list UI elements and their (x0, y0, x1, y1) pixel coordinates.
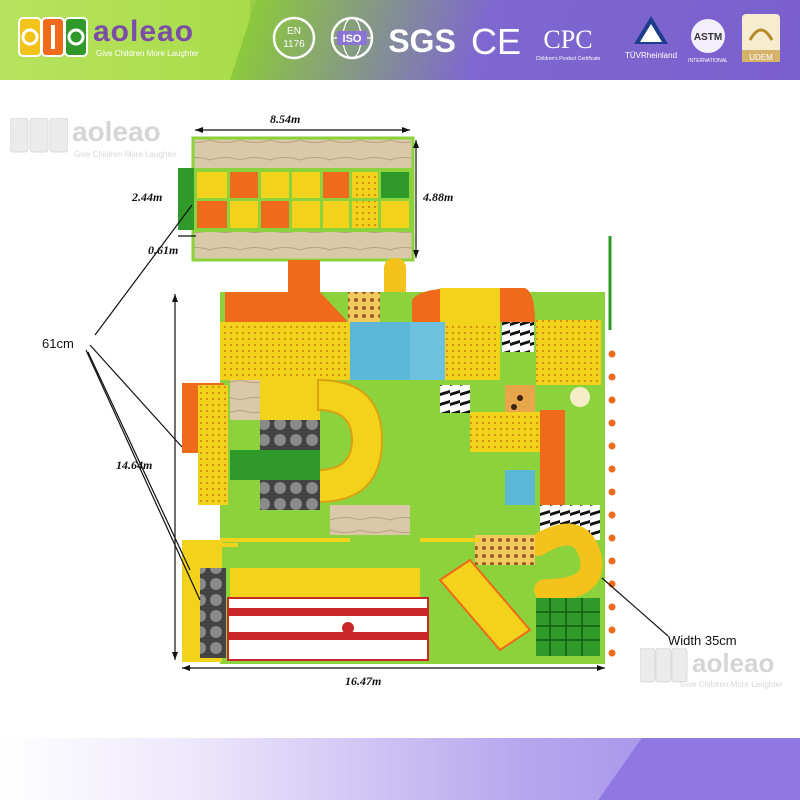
svg-text:INTERNATIONAL: INTERNATIONAL (688, 58, 728, 64)
top-height-label: 4.88m (423, 190, 454, 204)
svg-text:CPC: CPC (543, 25, 592, 54)
svg-text:CE: CE (471, 21, 521, 62)
watermark-brand: aoleao (692, 648, 775, 678)
watermark-brand: aoleao (72, 116, 161, 147)
en1176-badge: EN 1176 (270, 10, 318, 70)
footer-accent-band (598, 738, 800, 800)
ce-badge-icon: CE (471, 21, 521, 62)
watermark-top: aoleao Give Children More Laughter (10, 116, 180, 163)
svg-text:ISO: ISO (343, 33, 362, 45)
sgs-badge: SGS (382, 10, 462, 70)
sgs-badge-icon: SGS (388, 23, 456, 59)
watermark-tagline: Give Children More Laughter (74, 150, 177, 159)
top-entry-height-label: 2.44m (132, 190, 163, 204)
right-side-posts (608, 236, 616, 657)
top-entry-width-label: 0.61m (148, 243, 179, 257)
udem-badge: UDEM (736, 10, 786, 70)
certification-badges: EN 1176 ISO SGS CE CPC (270, 10, 790, 70)
watermark-bottom: aoleao Give Children More Laughter (640, 648, 800, 698)
udem-badge-icon: UDEM (742, 14, 780, 62)
svg-text:TÜVRheinland: TÜVRheinland (625, 51, 677, 60)
header-banner: aoleao Give Children More Laughter EN 11… (0, 0, 800, 80)
astm-badge: ASTM INTERNATIONAL (678, 10, 738, 70)
svg-text:EN: EN (287, 26, 301, 37)
brand-logo-mark-icon (18, 17, 88, 57)
callout-right-label: Width 35cm (668, 633, 737, 648)
cpc-badge: CPC Children's Product Certificate (528, 10, 608, 70)
brand-tagline: Give Children More Laughter (96, 49, 199, 58)
callout-left-label: 61cm (42, 336, 74, 351)
svg-text:UDEM: UDEM (749, 53, 773, 62)
svg-text:ASTM: ASTM (694, 32, 722, 43)
tuv-badge-icon: TÜVRheinland (625, 16, 677, 60)
watermark-logo-icon (640, 648, 688, 683)
en1176-badge-icon: EN 1176 (272, 16, 316, 60)
total-width-label: 16.47m (345, 674, 382, 688)
total-height-label: 14.64m (116, 458, 153, 472)
ce-badge: CE (466, 10, 526, 70)
cpc-badge-icon: CPC Children's Product Certificate (536, 25, 601, 62)
top-deck (178, 136, 415, 318)
svg-text:1176: 1176 (283, 39, 305, 50)
astm-badge-icon: ASTM INTERNATIONAL (688, 19, 728, 64)
main-structure (182, 288, 605, 664)
brand-logo[interactable]: aoleao Give Children More Laughter (18, 15, 199, 63)
watermark-logo-icon (10, 118, 68, 153)
brand-name: aoleao (93, 15, 195, 48)
dimension-lines (85, 127, 669, 671)
svg-text:SGS: SGS (388, 23, 456, 59)
watermark-tagline: Give Children More Laughter (680, 680, 783, 689)
footer-banner (0, 738, 800, 800)
top-width-label: 8.54m (270, 112, 301, 126)
iso-badge: ISO (328, 10, 376, 70)
svg-text:Children's Product Certificate: Children's Product Certificate (536, 56, 601, 62)
iso-badge-icon: ISO (330, 16, 374, 60)
tuv-badge: TÜVRheinland (616, 10, 686, 70)
